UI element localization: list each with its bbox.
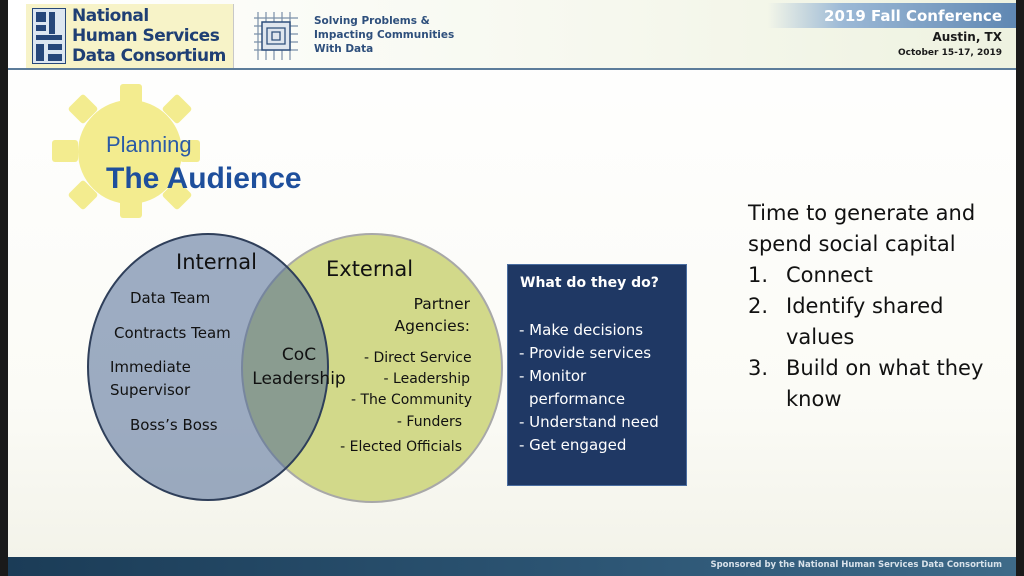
partner-agencies-label: Partner Agencies: — [386, 293, 470, 337]
list-text: Identify shared values — [786, 291, 944, 353]
box-item: - Monitor — [519, 367, 587, 385]
circuit-chip-icon — [254, 12, 298, 60]
external-item: - Direct Service — [364, 350, 472, 366]
header-banner: National Human Services Data Consortium … — [8, 0, 1016, 70]
what-they-do-box: What do they do? - Make decisions - Prov… — [507, 264, 687, 486]
list-text-line: values — [786, 325, 855, 349]
internal-item: Supervisor — [110, 381, 191, 399]
social-capital-text: Time to generate and spend social capita… — [748, 198, 1008, 415]
overlap-label: CoC Leadership — [251, 343, 347, 391]
box-item: performance — [529, 390, 626, 408]
list-text: Connect — [786, 263, 873, 287]
slide-kicker: Planning — [106, 132, 192, 157]
footer-sponsor-text: Sponsored by the National Human Services… — [710, 560, 1002, 570]
overlap-line: Leadership — [252, 369, 346, 389]
gear-icon — [52, 84, 200, 218]
slide-title: The Audience — [106, 162, 302, 195]
internal-item: Data Team — [130, 289, 211, 307]
nhsdc-logo: National Human Services Data Consortium — [26, 4, 234, 68]
list-text-line: Build on what they — [786, 356, 984, 380]
logo-figure-icon — [32, 8, 66, 64]
box-item: - Understand need — [519, 413, 659, 431]
external-item: - The Community — [350, 392, 472, 408]
external-item: - Elected Officials — [340, 439, 462, 455]
list-item: 2. Identify shared values — [748, 291, 1008, 353]
list-item: 3. Build on what they know — [748, 353, 1008, 415]
external-heading: External — [326, 257, 414, 281]
partner-line: Partner — [413, 295, 470, 313]
overlap-line: CoC — [281, 345, 317, 365]
internal-item: Boss’s Boss — [130, 416, 218, 434]
external-item: - Funders — [396, 414, 462, 430]
external-item: - Leadership — [383, 371, 470, 387]
intro-line: spend social capital — [748, 232, 956, 256]
box-item: - Get engaged — [519, 436, 627, 454]
intro-line: Time to generate and — [748, 201, 976, 225]
logo-line: Human Services — [72, 26, 220, 46]
tagline: Solving Problems & Impacting Communities… — [314, 14, 494, 56]
tagline-line: Solving Problems & — [314, 15, 430, 27]
box-list: - Make decisions - Provide services - Mo… — [519, 319, 659, 457]
conference-city: Austin, TX — [932, 30, 1002, 44]
logo-line: National — [72, 6, 149, 26]
list-item: 1. Connect — [748, 260, 1008, 291]
tagline-line: With Data — [314, 43, 374, 55]
box-item: - Make decisions — [519, 321, 644, 339]
internal-circle — [87, 233, 329, 501]
list-text-line: know — [786, 387, 842, 411]
venn-diagram — [87, 233, 503, 503]
internal-heading: Internal — [176, 250, 257, 274]
logo-text: National Human Services Data Consortium — [72, 6, 234, 66]
list-text-line: Identify shared — [786, 294, 944, 318]
conference-title: 2019 Fall Conference — [824, 7, 1002, 25]
tagline-line: Impacting Communities — [314, 29, 455, 41]
internal-item: Immediate — [110, 358, 191, 376]
conference-banner: 2019 Fall Conference — [768, 3, 1016, 28]
list-text: Build on what they know — [786, 353, 983, 415]
conference-dates: October 15-17, 2019 — [898, 48, 1002, 58]
box-item: - Provide services — [519, 344, 652, 362]
list-number: 3. — [748, 356, 769, 380]
list-number: 2. — [748, 294, 769, 318]
internal-item: Contracts Team — [114, 324, 231, 342]
box-title: What do they do? — [520, 275, 659, 291]
list-number: 1. — [748, 263, 769, 287]
logo-line: Data Consortium — [72, 46, 226, 66]
footer-bar: Sponsored by the National Human Services… — [8, 557, 1016, 576]
partner-line: Agencies: — [394, 317, 470, 335]
